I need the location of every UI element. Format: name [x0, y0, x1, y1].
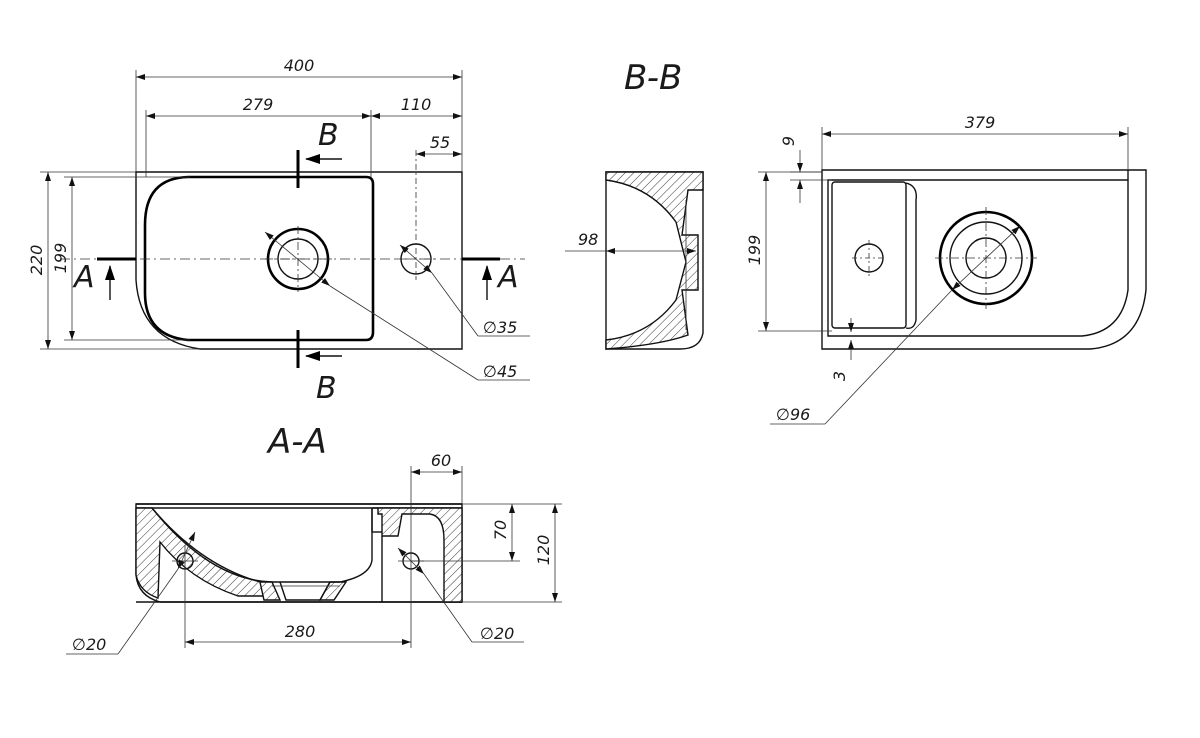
- side-left-compartment: [831, 181, 907, 329]
- dim-aa-left-hole: ∅20: [72, 635, 106, 654]
- side-view: 379 9 199 3 ∅96: [745, 113, 1147, 425]
- bb-outline: [605, 171, 704, 350]
- top-view: 400 279 110 55 220 199 ∅35 ∅45: [27, 56, 530, 406]
- dim-side-height: 199: [745, 235, 764, 266]
- dim-bowl-width: 279: [243, 95, 274, 114]
- dim-side-top-gap: 9: [779, 136, 798, 146]
- dim-side-drain-diameter: ∅96: [776, 405, 810, 424]
- dim-aa-tap-depth: 70: [491, 520, 510, 540]
- dim-right-part: 110: [401, 95, 432, 114]
- top-view-bowl: [143, 175, 375, 342]
- dim-aa-height: 120: [534, 535, 553, 566]
- bb-wall-hatch: [605, 171, 704, 350]
- cut-b-bottom-label: B: [316, 371, 337, 406]
- aa-left-wall: [135, 507, 265, 599]
- top-view-outline: [135, 171, 463, 350]
- section-bb-title: B-B: [624, 58, 682, 98]
- aa-drain-left: [259, 581, 282, 601]
- dim-height-total: 220: [27, 245, 46, 276]
- cut-a-left-label: A: [72, 260, 95, 295]
- side-outline: [821, 169, 1147, 350]
- dim-width-total: 400: [284, 56, 315, 75]
- aa-right-wall: [377, 507, 463, 603]
- cut-b-top-label: B: [318, 118, 339, 153]
- dim-drain-diameter: ∅45: [483, 362, 517, 381]
- dim-aa-tap-offset: 60: [431, 451, 451, 470]
- aa-drain-right: [318, 581, 348, 601]
- dim-tap-offset: 55: [430, 133, 450, 152]
- dim-aa-right-hole: ∅20: [480, 624, 514, 643]
- cut-a-right-label: A: [496, 260, 519, 295]
- dim-tap-diameter: ∅35: [483, 318, 517, 337]
- section-bb: B-B 98: [565, 58, 704, 350]
- section-aa: A-A 60 70: [66, 422, 562, 655]
- dim-bb-depth: 98: [578, 230, 598, 249]
- dim-aa-hole-spacing: 280: [285, 622, 316, 641]
- dim-side-length: 379: [965, 113, 996, 132]
- dim-bowl-height: 199: [51, 243, 70, 274]
- dim-side-bottom-gap: 3: [830, 371, 849, 381]
- section-aa-title: A-A: [266, 422, 327, 462]
